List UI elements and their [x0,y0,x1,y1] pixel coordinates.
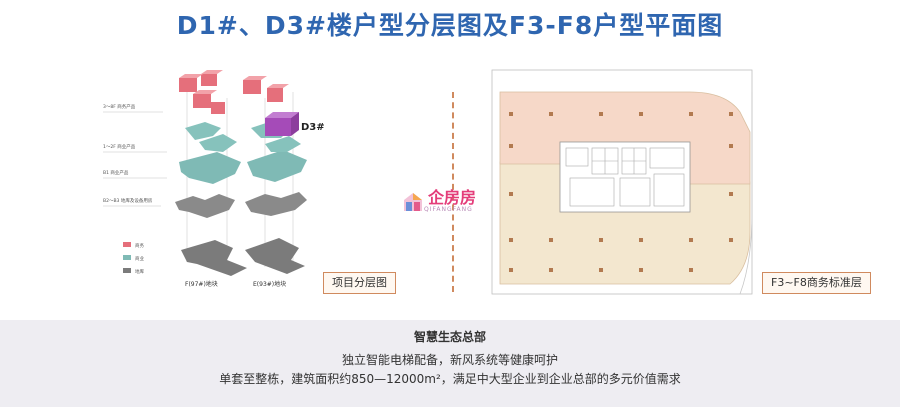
key-basement: 地库 [135,268,144,275]
basement-b1-layer [175,192,307,218]
stack-diagram: 3～8F 商务产品 1～2F 商业产品 B1 商业产品 B2～B3 地库及设备用… [103,70,325,288]
core-walls [565,147,685,207]
column-grid [509,112,733,272]
feature-band: 智慧生态总部 独立智能电梯配备，新风系统等健康呵护 单套至整栋，建筑面积约850… [0,320,900,407]
feature-heading: 智慧生态总部 [413,330,486,344]
legend-label-retail-b1: B1 商业产品 [103,169,129,176]
site-curve [739,92,753,295]
plot-label-left: F(97#)地块 [185,280,218,288]
page-title: D1#、D3#楼户型分层图及F3-F8户型平面图 [176,11,724,40]
legend-label-basement: B2～B3 地库及设备用房 [103,197,153,204]
house-icon [404,192,422,211]
floor-plan-caption: F3~F8商务标准层 [762,272,871,294]
watermark-logo: 企房房 QIFANGFANG [402,190,476,213]
retail-b1-layer [179,150,307,184]
feature-line-2: 单套至整栋，建筑面积约850—12000m²，满足中大型企业到企业总部的多元价值… [219,372,681,386]
floor-plan-panel: F3~F8商务标准层 [490,62,875,302]
feature-line-1: 独立智能电梯配备，新风系统等健康呵护 [341,353,558,367]
watermark-name: 企房房 [428,188,477,207]
watermark-sub: QIFANGFANG [424,206,473,213]
leader-lines [103,111,167,207]
key-office: 商务 [135,242,144,249]
building-core [559,141,691,213]
floor-plan [491,69,753,295]
colour-key: 商务 商业 地库 [123,242,144,275]
plot-label-right: E(93#)地块 [253,280,286,288]
office-layer-top [179,70,289,94]
d3-highlight-block [265,112,299,136]
d3-label: D3# [301,122,325,133]
key-retail: 商业 [135,255,144,262]
legend-label-retail-upper: 1～2F 商业产品 [103,143,136,150]
basement-layer [181,238,305,276]
legend-label-office: 3～8F 商务产品 [103,103,136,110]
office-layer [179,74,283,114]
stack-caption: 项目分层图 [323,272,396,294]
panel-divider [452,92,454,292]
stack-diagram-panel: 3～8F 商务产品 1～2F 商业产品 B1 商业产品 B2～B3 地库及设备用… [95,62,415,302]
